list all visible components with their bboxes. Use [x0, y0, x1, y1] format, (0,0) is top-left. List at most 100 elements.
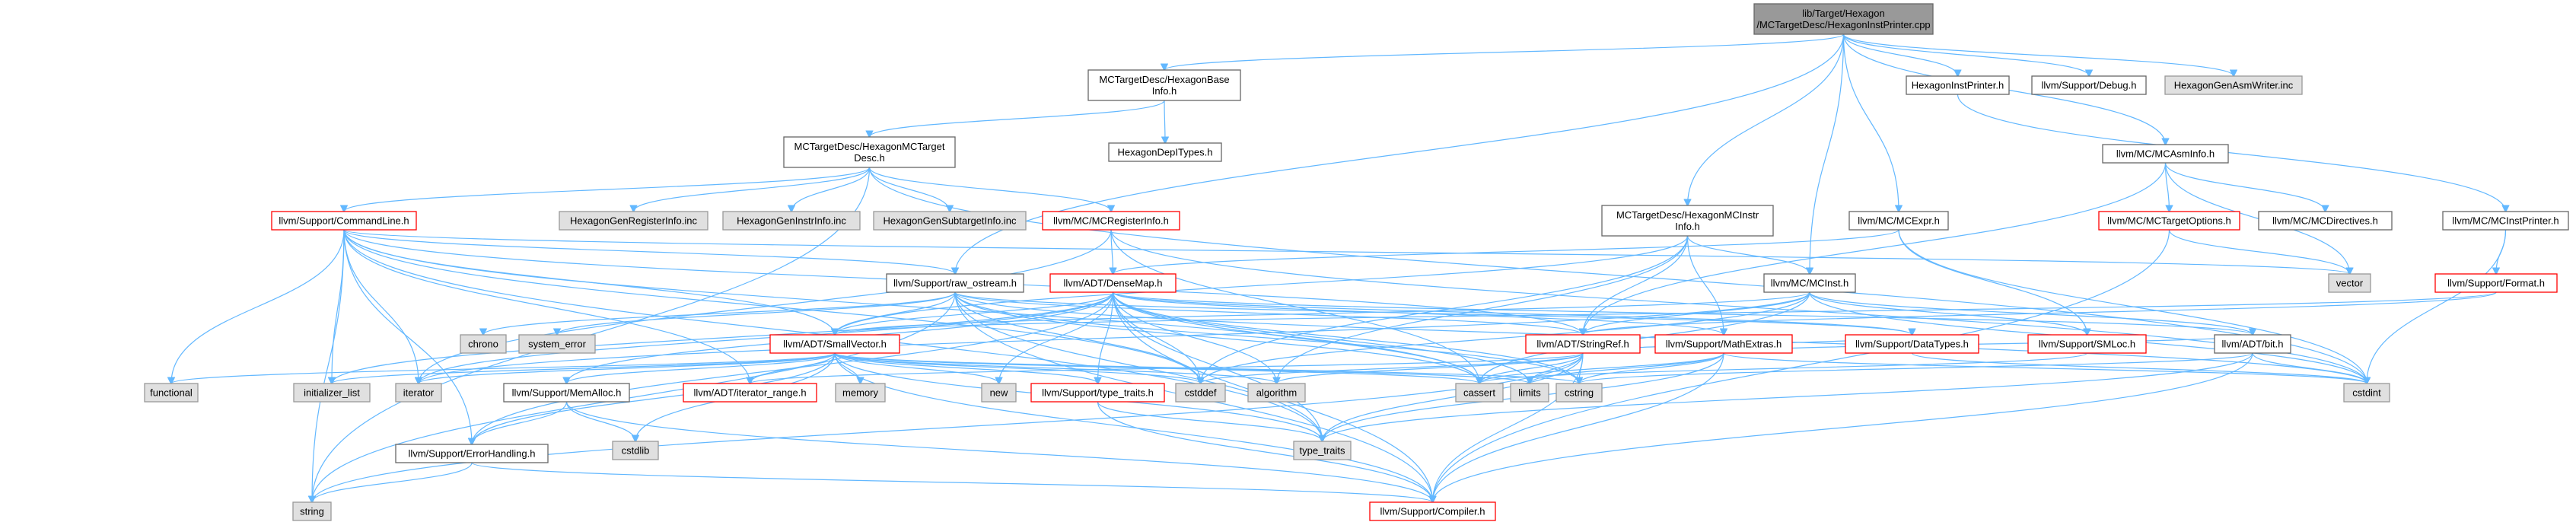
node-typetraitsh[interactable]: llvm/Support/type_traits.h: [1030, 383, 1165, 403]
node-label: llvm/Support/raw_ostream.h: [893, 278, 1017, 289]
node-cstddef[interactable]: cstddef: [1175, 383, 1226, 403]
edge-adtbit-to-cstring: [1579, 352, 2253, 384]
node-compiler[interactable]: llvm/Support/Compiler.h: [1369, 501, 1496, 521]
node-box: [1555, 383, 1603, 403]
node-memory[interactable]: memory: [835, 383, 886, 403]
node-commandline[interactable]: llvm/Support/CommandLine.h: [271, 211, 417, 231]
node-label: cstddef: [1185, 387, 1217, 399]
edge-commandline-to-vector: [343, 229, 2350, 274]
node-label: HexagonDepITypes.h: [1117, 147, 1212, 158]
node-mcexpr[interactable]: llvm/MC/MCExpr.h: [1848, 211, 1949, 231]
node-memalloc[interactable]: llvm/Support/MemAlloc.h: [503, 383, 630, 403]
node-mctargetoptions[interactable]: llvm/MC/MCTargetOptions.h: [2098, 211, 2240, 231]
edge-errorhandling-to-compiler: [471, 462, 1433, 502]
node-new[interactable]: new: [981, 383, 1017, 403]
node-chrono[interactable]: chrono: [460, 334, 507, 354]
node-label: MCTargetDesc/HexagonMCInstr: [1616, 209, 1759, 221]
node-box: [1654, 334, 1793, 354]
node-label: llvm/Support/ErrorHandling.h: [409, 448, 536, 460]
node-genreginfo[interactable]: HexagonGenRegisterInfo.inc: [559, 211, 708, 231]
node-vector[interactable]: vector: [2328, 273, 2371, 293]
edge-smallvector-to-cstddef: [834, 352, 1201, 384]
node-cassert[interactable]: cassert: [1455, 383, 1504, 403]
edge-root-to-mcexpr: [1842, 33, 1899, 212]
node-box: [395, 444, 549, 463]
edge-smallvector-to-typetraitsh: [834, 352, 1098, 384]
node-root[interactable]: lib/Target/Hexagon/MCTargetDesc/HexagonI…: [1753, 3, 1934, 35]
node-adtbit[interactable]: llvm/ADT/bit.h: [2214, 334, 2291, 354]
edge-densemap-to-typetraits: [1112, 291, 1323, 441]
edge-mcasminfo-to-stringref: [1583, 162, 2167, 335]
edge-commandline-to-errorhandling: [343, 229, 472, 444]
node-box: [559, 211, 708, 231]
node-iterator[interactable]: iterator: [395, 383, 442, 403]
node-cstring[interactable]: cstring: [1555, 383, 1603, 403]
node-label: system_error: [528, 339, 587, 350]
node-asmwriter[interactable]: HexagonGenAsmWriter.inc: [2164, 75, 2303, 95]
node-box: [1763, 273, 1856, 293]
node-mcinst[interactable]: llvm/MC/MCInst.h: [1763, 273, 1856, 293]
edge-mctargetoptions-to-compiler: [1433, 229, 2170, 502]
node-rawostream[interactable]: llvm/Support/raw_ostream.h: [886, 273, 1024, 293]
edge-root-to-asmwriter: [1842, 33, 2234, 76]
node-stringref[interactable]: llvm/ADT/StringRef.h: [1525, 334, 1641, 354]
node-label: Info.h: [1675, 221, 1700, 232]
edge-mcexpr-to-densemap: [1113, 229, 1899, 274]
nodes-layer: lib/Target/Hexagon/MCTargetDesc/HexagonI…: [144, 3, 2569, 521]
node-errorhandling[interactable]: llvm/Support/ErrorHandling.h: [395, 444, 549, 463]
edges-layer: [171, 33, 2506, 502]
node-systemerror[interactable]: system_error: [518, 334, 596, 354]
node-mcreginfo[interactable]: llvm/MC/MCRegisterInfo.h: [1042, 211, 1180, 231]
node-mcasminfo[interactable]: llvm/MC/MCAsmInfo.h: [2102, 144, 2229, 164]
edge-root-to-debug: [1842, 33, 2090, 76]
edge-typetraitsh-to-compiler: [1097, 401, 1433, 502]
edge-stringref-to-typetraits: [1323, 352, 1584, 441]
edge-mcinst-to-iterator: [419, 291, 1810, 384]
edge-stringref-to-iteratorrange: [750, 352, 1584, 384]
node-hexinstprinter[interactable]: HexagonInstPrinter.h: [1906, 75, 2010, 95]
node-box: [1175, 383, 1226, 403]
node-string[interactable]: string: [292, 501, 332, 521]
node-label: Info.h: [1152, 85, 1177, 97]
node-debug[interactable]: llvm/Support/Debug.h: [2031, 75, 2147, 95]
node-mcinstprinter[interactable]: llvm/MC/MCInstPrinter.h: [2442, 211, 2569, 231]
node-geninstrinfo[interactable]: HexagonGenInstrInfo.inc: [722, 211, 861, 231]
node-typetraits[interactable]: type_traits: [1293, 441, 1352, 460]
node-mathextras[interactable]: llvm/Support/MathExtras.h: [1654, 334, 1793, 354]
edge-smloc-to-cassert: [1479, 352, 2088, 384]
node-smallvector[interactable]: llvm/ADT/SmallVector.h: [769, 334, 900, 354]
edge-smallvector-to-compiler: [834, 352, 1433, 502]
node-label: algorithm: [1256, 387, 1297, 399]
node-smloc[interactable]: llvm/Support/SMLoc.h: [2027, 334, 2147, 354]
node-gensubtarget[interactable]: HexagonGenSubtargetInfo.inc: [873, 211, 1027, 231]
node-cstdint[interactable]: cstdint: [2343, 383, 2390, 403]
node-hexdepitypes[interactable]: HexagonDepITypes.h: [1108, 142, 1222, 162]
node-initializerlist[interactable]: initializer_list: [293, 383, 371, 403]
node-limits[interactable]: limits: [1510, 383, 1549, 403]
node-label: llvm/Support/MemAlloc.h: [512, 387, 622, 399]
edge-mcreginfo-to-iterator: [419, 229, 1112, 384]
node-densemap[interactable]: llvm/ADT/DenseMap.h: [1049, 273, 1177, 293]
node-algorithm[interactable]: algorithm: [1247, 383, 1306, 403]
node-box: [503, 383, 630, 403]
edge-densemap-to-limits: [1112, 291, 1530, 384]
node-cstdlib[interactable]: cstdlib: [612, 441, 659, 460]
node-iteratorrange[interactable]: llvm/ADT/iterator_range.h: [683, 383, 817, 403]
node-functional[interactable]: functional: [144, 383, 199, 403]
node-mcdirectives[interactable]: llvm/MC/MCDirectives.h: [2258, 211, 2393, 231]
node-box: [460, 334, 507, 354]
edge-adtbit-to-cstdint: [2252, 352, 2367, 384]
node-label: new: [990, 387, 1008, 399]
node-format[interactable]: llvm/Support/Format.h: [2434, 273, 2558, 293]
node-label: llvm/ADT/iterator_range.h: [693, 387, 806, 399]
node-box: [144, 383, 199, 403]
node-box: [2164, 75, 2303, 95]
edge-stringref-to-compiler: [1433, 352, 1584, 502]
edge-hexinstprinter-to-mcinstprinter: [1957, 94, 2506, 212]
node-datatypes[interactable]: llvm/Support/DataTypes.h: [1845, 334, 1979, 354]
node-label: memory: [842, 387, 878, 399]
node-box: [1108, 142, 1222, 162]
